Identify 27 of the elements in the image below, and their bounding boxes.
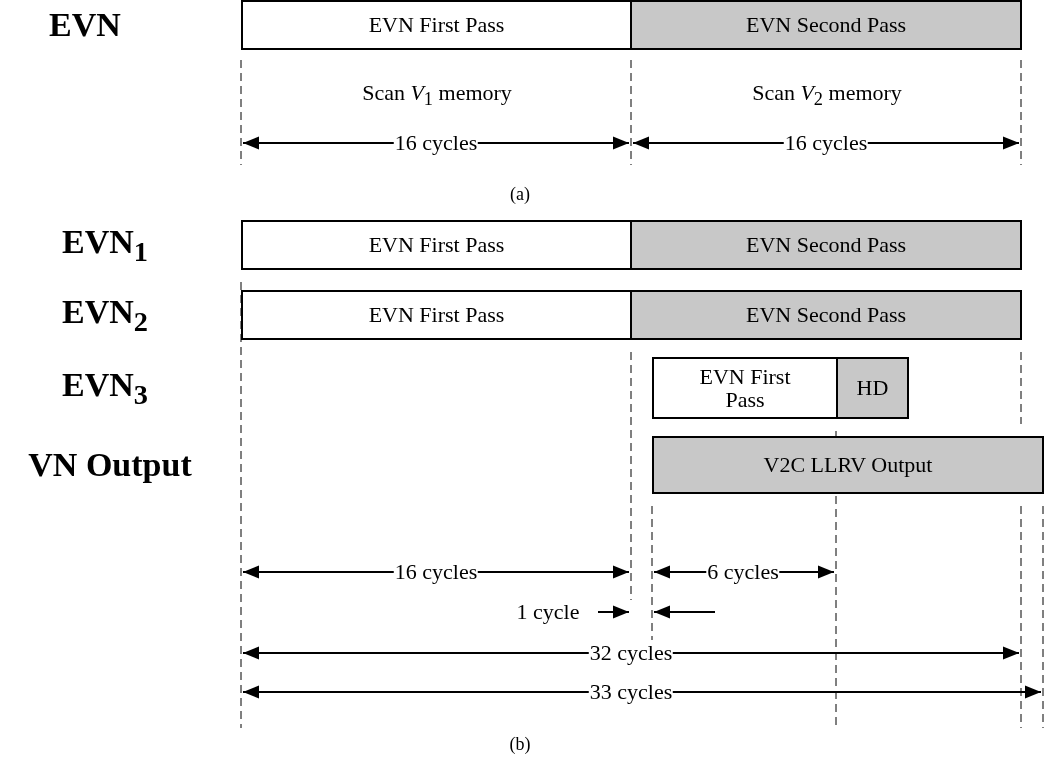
- timeline-bar: [836, 357, 909, 419]
- bar-label: EVN Second Pass: [745, 13, 907, 37]
- row-label: EVN$_{2}$: [62, 293, 148, 337]
- timeline-bar: [241, 290, 632, 340]
- timeline-bar: [630, 220, 1022, 270]
- row-label: EVN$_{1}$: [62, 223, 148, 267]
- subfigure-caption: (b): [509, 735, 531, 755]
- bar-label: EVN Second Pass: [745, 303, 907, 327]
- timeline-bar: [652, 357, 838, 419]
- bar-label: EVN First Pass: [368, 13, 505, 37]
- timeline-bar: [630, 290, 1022, 340]
- timeline-bar: [652, 436, 1044, 494]
- bar-label: EVN First Pass: [368, 303, 505, 327]
- row-label: VN Output: [28, 446, 192, 484]
- bar-label: EVN First Pass: [368, 233, 505, 257]
- phase-note: Scan V$_{1}$ memory: [362, 80, 512, 110]
- phase-note: Scan V$_{2}$ memory: [752, 80, 902, 110]
- timeline-bar: [630, 0, 1022, 50]
- row-label: EVN$_{3}$: [62, 366, 148, 410]
- timeline-bar: [241, 220, 632, 270]
- bar-label: EVN Second Pass: [745, 233, 907, 257]
- bar-label: HD: [856, 376, 889, 400]
- row-label: EVN: [49, 6, 121, 44]
- timeline-bar: [241, 0, 632, 50]
- bar-label: EVN First Pass: [698, 364, 792, 412]
- bar-label: V2C LLRV Output: [763, 453, 933, 477]
- dimension-label: 1 cycle: [516, 599, 580, 625]
